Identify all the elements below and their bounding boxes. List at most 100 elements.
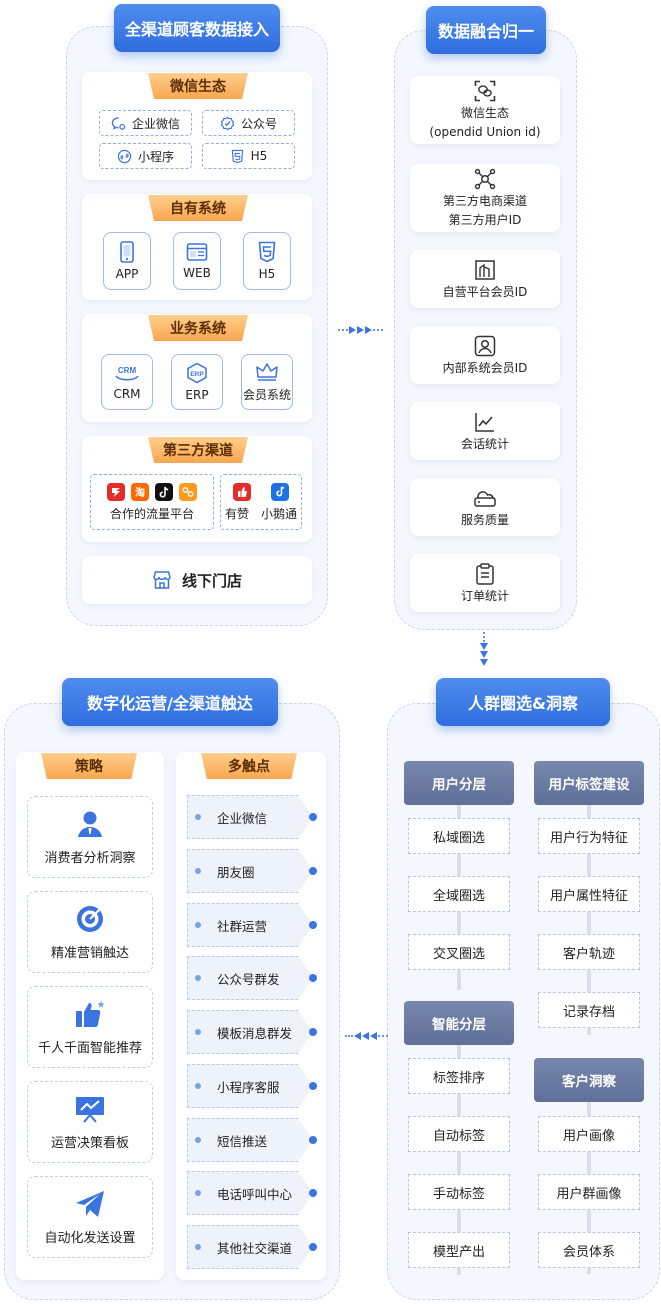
- smart-item-model: 模型产出: [408, 1232, 510, 1268]
- chip-h5: H5: [202, 143, 295, 169]
- tile-web: WEB: [173, 232, 221, 290]
- tile-erp: ERP ERP: [171, 354, 223, 410]
- xiaoetong-label: 小鹅通: [261, 506, 298, 521]
- touch-item-template-msg-label: 模板消息群发: [217, 1025, 293, 1041]
- smart-item-sort: 标签排序: [408, 1058, 510, 1094]
- html5-icon: [231, 149, 243, 163]
- tile-h5: H5: [243, 232, 291, 290]
- strategy-item-recommend: 千人千面智能推荐: [27, 986, 153, 1068]
- strategy-item-recommend-label: 千人千面智能推荐: [37, 1040, 142, 1056]
- chip-official-label: 公众号: [240, 116, 277, 131]
- touch-item-other-social-label: 其他社交渠道: [217, 1240, 293, 1256]
- fusion-item-wechat-line2: (opendid Union id): [429, 125, 541, 139]
- smart-item-auto: 自动标签: [408, 1116, 510, 1152]
- tile-app-label: APP: [115, 267, 139, 281]
- person-icon: [78, 811, 102, 837]
- insight-item-membership: 会员体系: [538, 1232, 640, 1268]
- clipboard-icon: [476, 562, 494, 585]
- tags-head: 用户标签建设: [534, 761, 644, 805]
- chip-wecom: 企业微信: [99, 110, 192, 136]
- access-title: 全渠道顾客数据接入: [114, 4, 280, 52]
- tags-item-archive: 记录存档: [538, 992, 640, 1028]
- building-icon: [475, 259, 495, 280]
- touch-item-wecom: 企业微信: [187, 795, 317, 839]
- smart-head: 智能分层: [404, 1001, 514, 1045]
- fusion-item-ecommerce-line2: 第三方用户ID: [448, 213, 522, 227]
- browser-icon: [186, 243, 208, 261]
- touch-item-sms-label: 短信推送: [217, 1133, 268, 1149]
- touch-item-other-social: 其他社交渠道: [187, 1225, 317, 1269]
- youzan-xiaoetong-logos: [233, 482, 289, 501]
- touch-item-moments: 朋友圈: [187, 849, 317, 893]
- tile-app: APP: [103, 232, 151, 290]
- thumbs-up-icon: [76, 1000, 105, 1027]
- touch-item-official-mass: 公众号群发: [187, 956, 317, 1000]
- youzan-xiaoetong-group: 有赞 小鹅通: [220, 474, 302, 530]
- html5-icon: [258, 241, 276, 263]
- trend-chart-icon: [475, 412, 494, 432]
- touch-item-community-label: 社群运营: [217, 918, 268, 934]
- taobao-glyph: 淘: [135, 486, 145, 499]
- fusion-title: 数据融合归一: [426, 6, 546, 54]
- cloud-server-icon: [474, 490, 496, 507]
- strategy-item-auto-send: 自动化发送设置: [27, 1176, 153, 1258]
- traffic-platform-logos: 淘: [107, 482, 197, 501]
- tile-erp-label: ERP: [185, 388, 209, 402]
- fusion-item-wechat-line1: 微信生态: [460, 106, 509, 120]
- meituan-icon: [179, 482, 197, 501]
- fusion-item-service-line1: 服务质量: [460, 512, 509, 527]
- youzan-label: 有赞: [224, 506, 249, 521]
- xiaoetong-icon: [271, 482, 289, 501]
- strategy-item-consumer-label: 消费者分析洞察: [44, 850, 136, 866]
- tile-crm: CRM CRM: [101, 354, 153, 410]
- fusion-item-service: 服务质量: [410, 478, 560, 536]
- touch-item-sms: 短信推送: [187, 1118, 317, 1162]
- chip-wecom-label: 企业微信: [131, 116, 180, 131]
- strategy-item-auto-send-label: 自动化发送设置: [44, 1230, 136, 1246]
- strategy-item-dashboard-label: 运营决策看板: [50, 1135, 129, 1151]
- fusion-item-session: 会话统计: [410, 402, 560, 460]
- fusion-item-wechat: 微信生态 (opendid Union id): [410, 76, 560, 144]
- store-icon: [153, 571, 171, 589]
- chip-official-account: 公众号: [202, 110, 295, 136]
- erp-icon: ERP: [187, 362, 207, 384]
- layering-head: 用户分层: [404, 761, 514, 805]
- smart-item-manual: 手动标签: [408, 1174, 510, 1210]
- offline-store-card: 线下门店: [82, 556, 312, 604]
- layering-item-cross: 交叉圈选: [408, 934, 510, 970]
- insight-item-portrait: 用户画像: [538, 1116, 640, 1152]
- fusion-item-ecommerce: 第三方电商渠道 第三方用户ID: [410, 164, 560, 232]
- youzan-icon: [233, 482, 251, 501]
- crown-icon: [256, 362, 278, 381]
- tile-member-label: 会员系统: [242, 387, 291, 402]
- crowd-title: 人群圈选&洞察: [436, 678, 610, 726]
- chip-miniprogram-label: 小程序: [137, 149, 174, 164]
- arrow-crowd-to-ops: [345, 1032, 388, 1040]
- touch-item-community: 社群运营: [187, 903, 317, 947]
- douyin-icon: [155, 482, 173, 501]
- wecom-icon: [111, 116, 126, 130]
- own-systems-ribbon: 自有系统: [148, 195, 248, 221]
- youzan-xiaoetong-labels: 有赞 小鹅通: [225, 505, 297, 522]
- touch-item-call-center: 电话呼叫中心: [187, 1171, 317, 1215]
- tile-h5-label: H5: [258, 267, 276, 281]
- fusion-item-orders-line1: 订单统计: [460, 588, 509, 603]
- strategy-item-consumer: 消费者分析洞察: [27, 796, 153, 878]
- strategy-item-precise-label: 精准营销触达: [50, 945, 129, 961]
- business-systems-ribbon: 业务系统: [148, 315, 248, 341]
- wechat-ribbon: 微信生态: [148, 73, 248, 99]
- strategy-item-precise: 精准营销触达: [27, 891, 153, 973]
- crm-glyph: CRM: [118, 366, 137, 375]
- chip-h5-label: H5: [250, 149, 268, 163]
- traffic-platforms-group: 淘 合作的流量平台: [90, 474, 214, 530]
- layering-item-private: 私域圈选: [408, 818, 510, 854]
- phone-icon: [120, 241, 134, 263]
- third-party-ribbon: 第三方渠道: [148, 437, 248, 463]
- fusion-item-session-line1: 会话统计: [460, 436, 509, 451]
- fusion-item-self-platform-line1: 自营平台会员ID: [442, 284, 528, 299]
- tile-member: 会员系统: [241, 354, 293, 410]
- touch-item-mini-cs: 小程序客服: [187, 1064, 317, 1108]
- arrow-access-to-fusion: [338, 326, 383, 334]
- touch-item-wecom-label: 企业微信: [217, 810, 268, 826]
- fusion-item-orders: 订单统计: [410, 554, 560, 612]
